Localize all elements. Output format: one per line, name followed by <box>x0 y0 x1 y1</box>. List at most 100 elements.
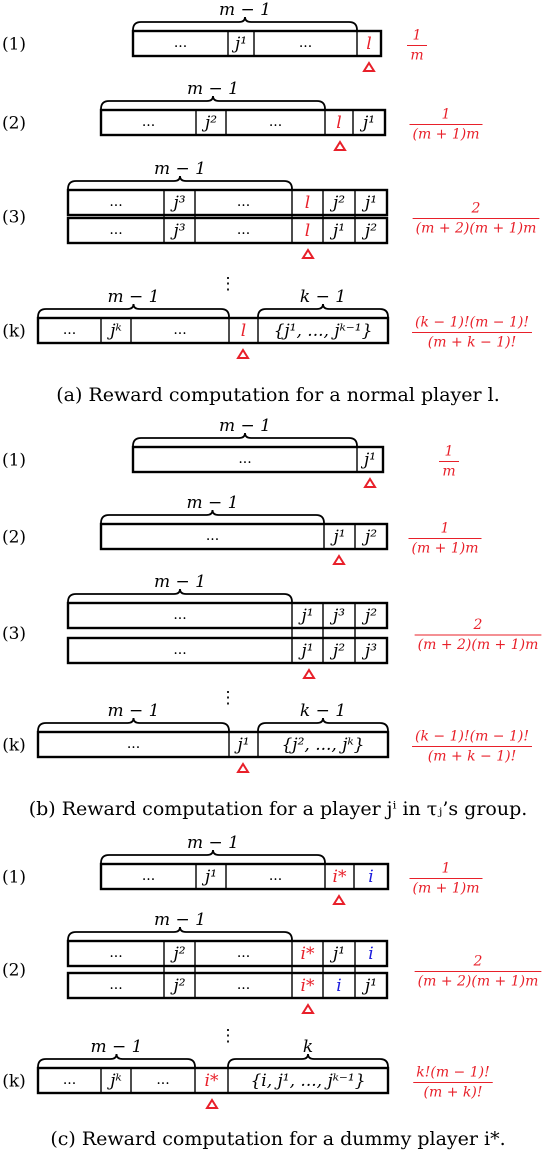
player-cell: j³ <box>329 606 345 626</box>
fraction-denominator: (m + 2)(m + 1)m <box>418 974 539 990</box>
brace-label: m − 1 <box>187 79 239 99</box>
position-marker-icon <box>236 762 250 773</box>
ellipsis-cell: ... <box>173 607 186 623</box>
brace <box>100 849 326 864</box>
position-marker-icon <box>301 248 315 259</box>
player-cell: j³ <box>361 641 377 661</box>
row-label: (3) <box>2 208 26 228</box>
player-cell: jᵏ <box>106 1071 121 1091</box>
position-marker-icon <box>363 477 377 488</box>
ellipsis-cell: ... <box>299 35 312 51</box>
player-cell: {i, j¹, ..., jᵏ⁻¹} <box>250 1071 365 1091</box>
position-marker-icon <box>236 348 250 359</box>
fraction-numerator: 1 <box>445 444 454 460</box>
player-cell: j¹ <box>360 450 376 470</box>
fraction-numerator: 2 <box>473 617 483 633</box>
fraction-numerator: 1 <box>413 28 422 44</box>
fraction-numerator: 1 <box>442 861 451 877</box>
fraction-denominator: m <box>410 48 423 64</box>
brace-label: m − 1 <box>108 701 160 721</box>
fraction-denominator: (m + k)! <box>424 1085 483 1101</box>
player-cell: j¹ <box>359 113 375 133</box>
row-label: (2) <box>2 114 26 134</box>
brace-label: m − 1 <box>219 0 271 20</box>
brace <box>67 175 293 190</box>
vertical-ellipsis: ⋮ <box>220 688 237 708</box>
player-cell: j¹ <box>361 976 377 996</box>
fraction-denominator: (m + 2)(m + 1)m <box>416 221 537 237</box>
row-label: (k) <box>2 1072 26 1092</box>
brace-label: k <box>303 1037 313 1057</box>
fraction-numerator: 1 <box>441 521 450 537</box>
sequence-box <box>36 316 390 345</box>
player-cell: j² <box>361 606 377 626</box>
fraction-numerator: 2 <box>473 954 483 970</box>
ellipsis-cell: ... <box>127 736 140 752</box>
player-cell: j¹ <box>231 34 247 54</box>
sequence-box <box>66 216 389 245</box>
sequence-box <box>99 522 389 551</box>
brace <box>37 1053 196 1068</box>
brace-label: m − 1 <box>91 1037 143 1057</box>
player-cell: i <box>336 976 341 996</box>
player-cell: i <box>368 944 373 964</box>
brace-label: m − 1 <box>154 910 206 930</box>
section-caption: (b) Reward computation for a player jⁱ i… <box>29 798 528 820</box>
ellipsis-cell: ... <box>63 322 76 338</box>
sequence-box <box>36 730 390 759</box>
row-label: (3) <box>2 624 26 644</box>
brace-label: k − 1 <box>300 287 346 307</box>
ellipsis-cell: ... <box>173 642 186 658</box>
position-marker-icon <box>362 61 376 72</box>
vertical-ellipsis: ⋮ <box>220 274 237 294</box>
player-cell: j¹ <box>297 606 313 626</box>
player-cell: j¹ <box>233 735 249 755</box>
player-cell: j¹ <box>329 527 345 547</box>
player-cell: j² <box>329 193 345 213</box>
player-cell: j¹ <box>361 193 377 213</box>
player-cell: j³ <box>169 193 185 213</box>
ellipsis-cell: ... <box>237 945 250 961</box>
brace <box>132 432 358 447</box>
ellipsis-cell: ... <box>269 868 282 884</box>
section-caption: (a) Reward computation for a normal play… <box>56 384 499 406</box>
player-cell: i* <box>333 867 347 887</box>
player-cell: jᵏ <box>106 321 121 341</box>
row-label: (1) <box>2 451 26 471</box>
brace <box>67 926 293 941</box>
player-cell: i* <box>301 944 315 964</box>
row-label: (k) <box>2 322 26 342</box>
player-cell: j¹ <box>329 944 345 964</box>
fraction-numerator: 2 <box>471 201 481 217</box>
player-cell: j² <box>361 221 377 241</box>
sequence-box <box>131 29 383 58</box>
ellipsis-cell: ... <box>174 35 187 51</box>
ellipsis-cell: ... <box>109 977 122 993</box>
ellipsis-cell: ... <box>237 977 250 993</box>
player-cell: l <box>305 193 310 213</box>
ellipsis-cell: ... <box>238 451 251 467</box>
brace <box>37 717 230 732</box>
ellipsis-cell: ... <box>142 868 155 884</box>
sequence-box <box>66 636 389 665</box>
fraction-denominator: (m + 1)m <box>412 881 479 897</box>
sequence-box <box>66 971 389 1000</box>
fraction-denominator: (m + 2)(m + 1)m <box>418 637 539 653</box>
player-cell: l <box>366 34 371 54</box>
sequence-box <box>131 445 385 474</box>
player-cell: j² <box>329 641 345 661</box>
ellipsis-cell: ... <box>109 945 122 961</box>
brace-label: m − 1 <box>187 493 239 513</box>
brace-label: m − 1 <box>154 572 206 592</box>
ellipsis-cell: ... <box>269 114 282 130</box>
ellipsis-cell: ... <box>206 528 219 544</box>
fraction-numerator: 1 <box>442 107 451 123</box>
row-label: (1) <box>2 868 26 888</box>
row-label: (k) <box>2 736 26 756</box>
brace-label: m − 1 <box>219 416 271 436</box>
player-cell: j² <box>361 527 377 547</box>
position-marker-icon <box>332 894 346 905</box>
position-marker-icon <box>302 668 316 679</box>
fraction-denominator: (m + 1)m <box>412 127 479 143</box>
